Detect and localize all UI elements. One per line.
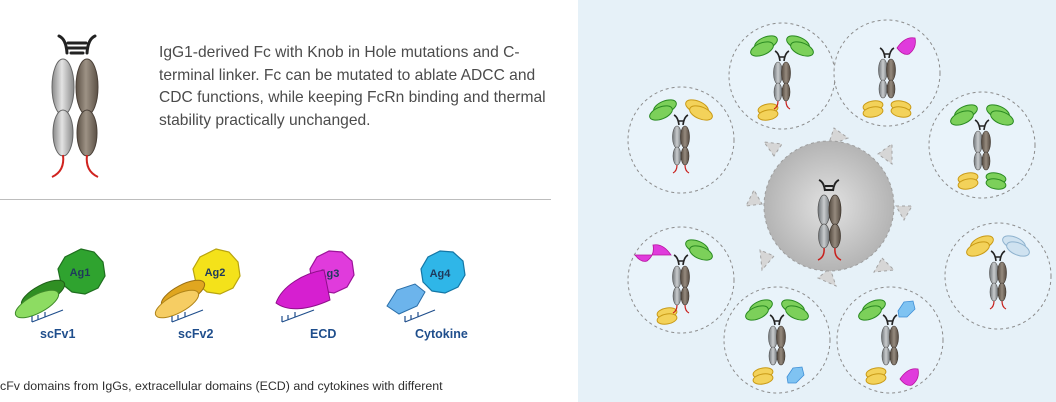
format-4 [928, 91, 1036, 199]
format-2 [833, 19, 941, 127]
format-3 [627, 86, 735, 194]
scfv2-diagram: Ag2 scFv2 [154, 248, 241, 341]
fc-knob-hole-diagram [51, 34, 99, 178]
format-7 [723, 286, 831, 394]
scfv2-label: scFv2 [178, 327, 213, 341]
cytokine-diagram: Ag4 Cytokine [386, 250, 468, 341]
scfv1-diagram: Ag1 scFv1 [14, 248, 106, 341]
right-panel [578, 0, 1056, 402]
ag4-label: Ag4 [430, 268, 452, 280]
fc-description: IgG1-derived Fc with Knob in Hole mutati… [159, 44, 546, 129]
section-divider [0, 199, 551, 200]
format-8 [836, 286, 944, 394]
scfv1-label: scFv1 [40, 327, 75, 341]
central-fc-hub [745, 127, 913, 287]
cytokine-label: Cytokine [415, 327, 468, 341]
format-6 [944, 222, 1052, 330]
ecd-label: ECD [310, 327, 336, 341]
format-1 [728, 22, 836, 130]
ag1-label: Ag1 [70, 267, 91, 279]
left-panel: IgG1-derived Fc with Knob in Hole mutati… [0, 34, 551, 393]
antibody-formats-diagram [627, 19, 1052, 394]
ecd-diagram: Ag3 ECD [275, 250, 355, 341]
caption-text: cFv domains from IgGs, extracellular dom… [0, 379, 443, 393]
ag2-label: Ag2 [205, 267, 226, 279]
format-5 [627, 226, 735, 334]
